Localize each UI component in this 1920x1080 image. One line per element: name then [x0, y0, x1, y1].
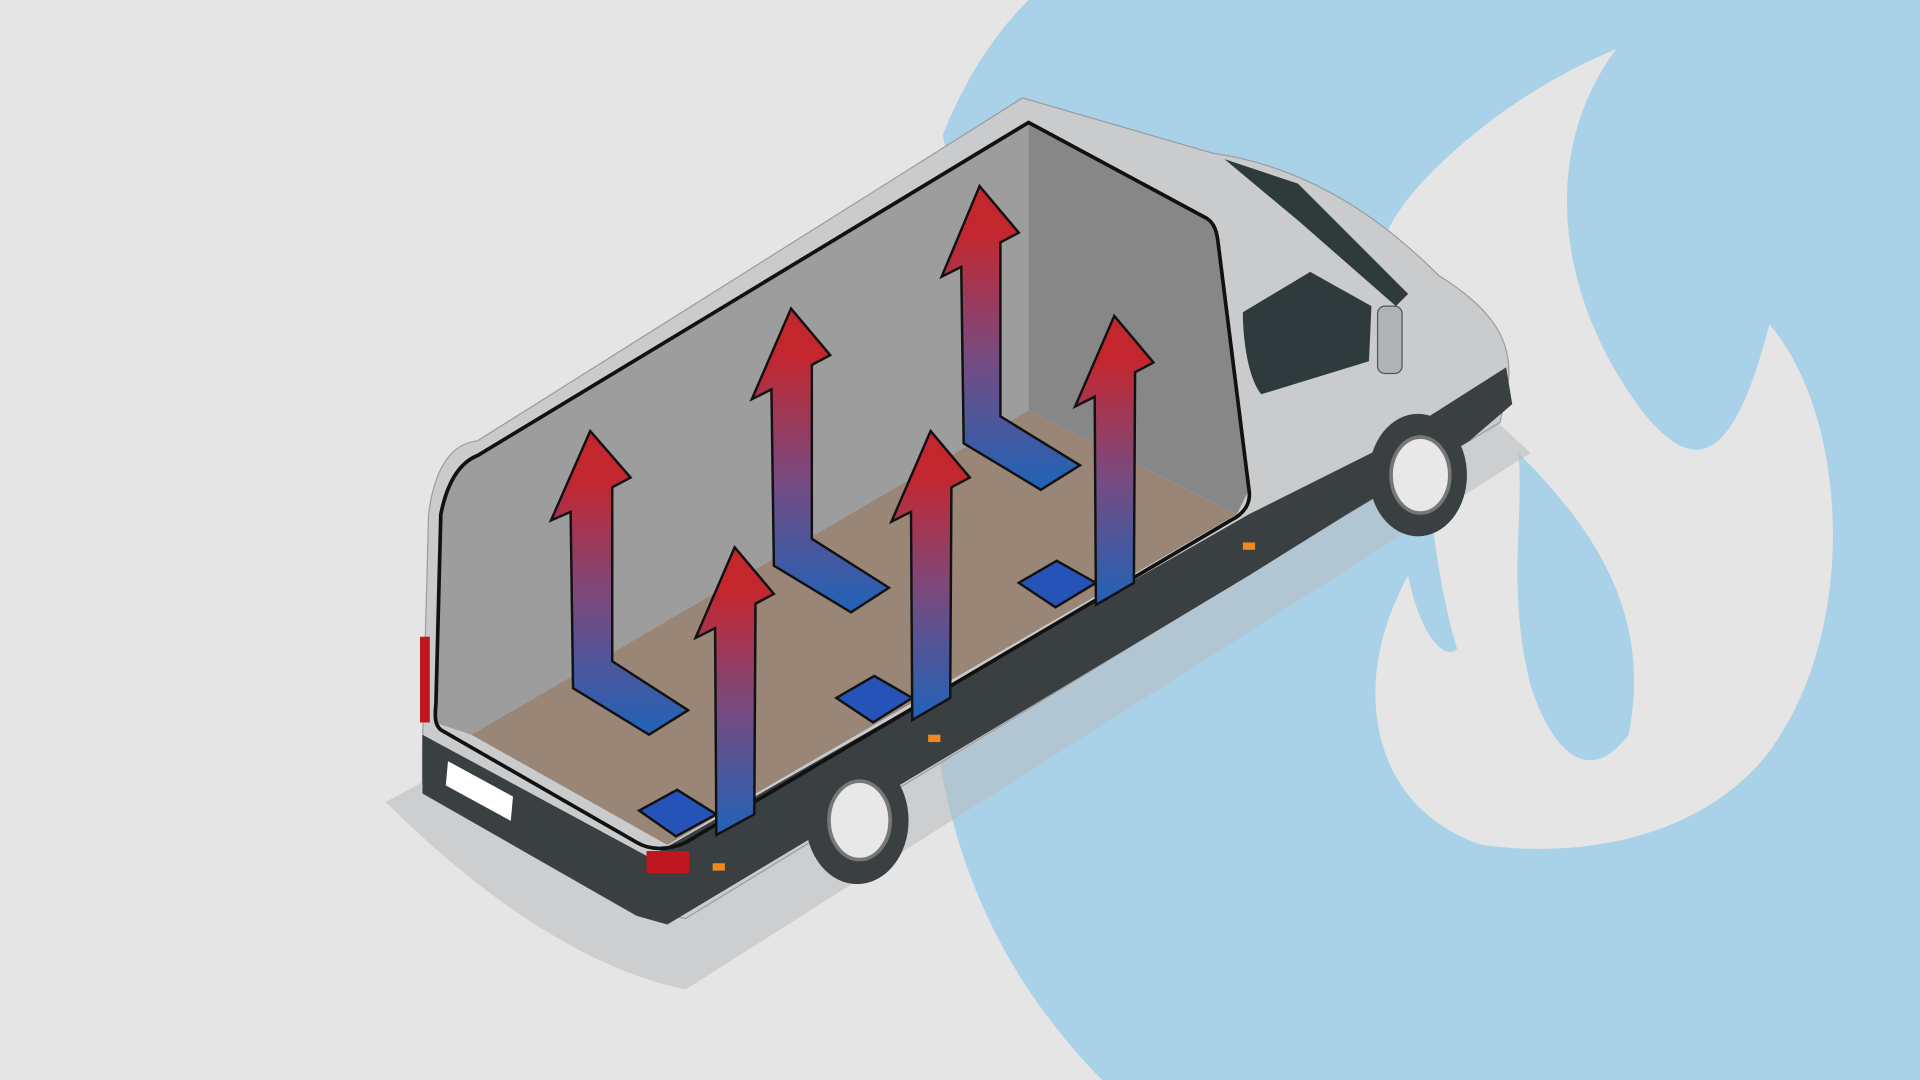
cab-window	[1242, 271, 1372, 395]
heat-arrow-icon	[1072, 313, 1156, 608]
license-plate	[443, 757, 516, 825]
heat-arrow-icon	[888, 428, 972, 723]
rear-wheel	[805, 756, 909, 885]
cargo-floor	[471, 410, 1237, 845]
heat-arrow-icon	[548, 428, 691, 737]
heat-arrows	[548, 183, 1156, 838]
side-mirror	[1376, 305, 1403, 375]
front-wheel	[1368, 413, 1467, 537]
heat-arrow-icon	[749, 306, 892, 614]
heat-arrow-icon	[939, 183, 1083, 492]
windshield	[1224, 159, 1409, 307]
tail-light	[646, 851, 690, 874]
heat-arrow-icon	[693, 545, 776, 838]
